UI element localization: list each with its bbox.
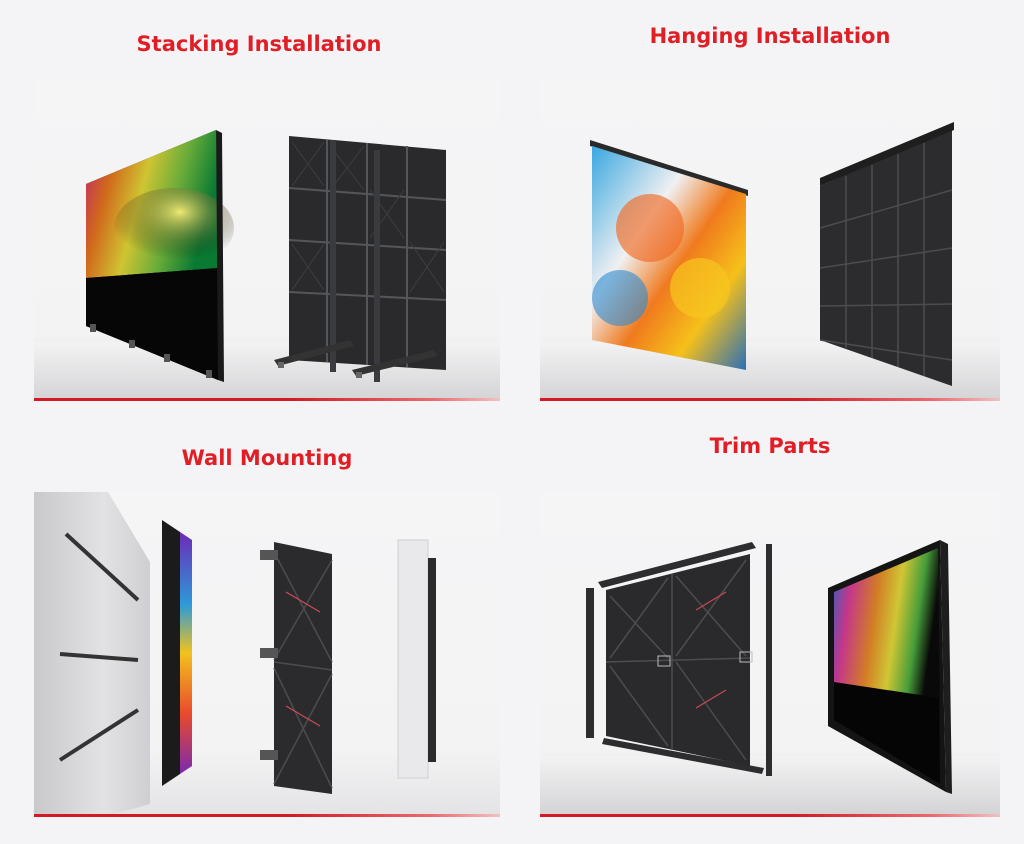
led-screen-side bbox=[162, 520, 192, 786]
cabinet-back-wall bbox=[260, 542, 333, 794]
hanging-installation-title: Hanging Installation bbox=[649, 24, 891, 48]
wall-brackets bbox=[58, 532, 140, 762]
trim-parts-accent-line bbox=[540, 814, 1000, 817]
trim-parts-illustration bbox=[586, 540, 952, 794]
stacking-installation-panel bbox=[34, 78, 500, 400]
stacking-installation-illustration bbox=[86, 130, 447, 382]
led-screen-hanging bbox=[592, 146, 746, 370]
stacking-installation-title: Stacking Installation bbox=[136, 32, 382, 56]
trim-parts-panel bbox=[540, 492, 1000, 814]
wall-mounting-panel bbox=[34, 492, 500, 814]
hanging-installation-panel bbox=[540, 78, 1000, 400]
led-screen-front bbox=[86, 130, 234, 382]
cabinet-back-stack bbox=[274, 136, 447, 382]
stacking-accent-line bbox=[34, 398, 500, 401]
wall-mounting-accent-line bbox=[34, 814, 500, 817]
led-screen-trimmed bbox=[828, 540, 952, 794]
wall-surface bbox=[34, 492, 150, 814]
cabinet-back-trim bbox=[605, 554, 753, 766]
slim-profile-view bbox=[397, 539, 436, 779]
hanging-accent-line bbox=[540, 398, 1000, 401]
wall-mounting-title: Wall Mounting bbox=[181, 446, 353, 470]
trim-parts-title: Trim Parts bbox=[709, 434, 831, 458]
cabinet-back-hanging bbox=[819, 122, 954, 386]
trim-frame-exploded bbox=[586, 542, 772, 776]
wall-mounting-illustration bbox=[34, 492, 436, 814]
hanging-installation-illustration bbox=[590, 122, 954, 386]
